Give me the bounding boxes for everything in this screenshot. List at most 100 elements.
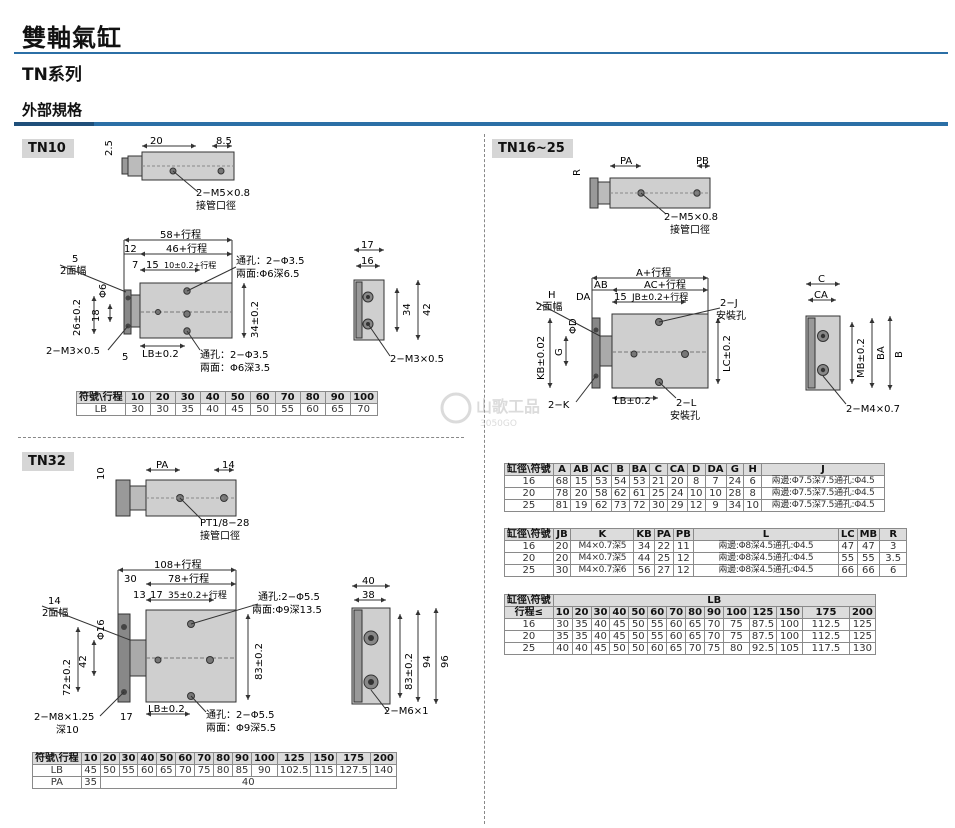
table-cell: 20 (552, 540, 572, 553)
dim-text: G (554, 348, 565, 356)
table-cell: 55 (837, 552, 858, 565)
dim-text: 12 (124, 244, 137, 255)
table-header: 20 (99, 752, 120, 765)
svg-text:山歌工品: 山歌工品 (476, 397, 540, 416)
table-cell: 53 (628, 475, 650, 488)
table-row: 缸徑\符號 LB (504, 594, 876, 607)
table-header: 10 (124, 391, 151, 404)
table-cell: 40 (571, 642, 592, 655)
table-cell: 10 (704, 487, 727, 500)
table-header: H (743, 463, 763, 476)
callout-text: 通孔：2−Φ5.5 (206, 709, 275, 721)
table-header: 60 (647, 606, 668, 619)
table-cell: 19 (570, 499, 592, 512)
table-header: 10 (552, 606, 573, 619)
table-header: R (879, 528, 908, 541)
table-cell: 11 (672, 540, 694, 553)
table-cell: 60 (666, 630, 687, 643)
port-text: 2−M5×0.8 (664, 212, 718, 223)
table-cell: 30 (552, 618, 573, 631)
table-header: JB (552, 528, 572, 541)
callout-text: 深10 (56, 724, 79, 736)
table-cell: 16 (504, 618, 554, 631)
table-cell: 29 (666, 499, 688, 512)
table-cell: 112.5 (801, 618, 850, 631)
table-header: 符號\行程 (76, 391, 126, 404)
table-header: 100 (349, 391, 378, 404)
table-header: 10 (80, 752, 101, 765)
table-header: 90 (704, 606, 724, 619)
table-header: 70 (274, 391, 301, 404)
table-cell: 40 (552, 642, 573, 655)
table-header: 缸徑\符號 (504, 463, 554, 476)
table-cell: 40 (99, 776, 397, 789)
table-cell: 20 (504, 487, 554, 500)
tn32-drawings: PA 14 10 PT1/8−28 接管口徑 108+行程 78+行程 30 1… (34, 460, 451, 736)
table-header: 50 (224, 391, 251, 404)
table-cell: 75 (704, 642, 724, 655)
table-row: 16 30 35 40 45 50 55 60 65 70 75 87.5 10… (504, 618, 876, 631)
table-cell: 25 (504, 642, 554, 655)
table-cell: 87.5 (748, 618, 778, 631)
table-cell: 60 (137, 764, 158, 777)
table-cell: 125 (848, 630, 876, 643)
table-row: 16 20 M4×0.7深5 34 22 11 兩邊:Φ8深4.5通孔:Φ4.5… (504, 540, 908, 553)
table-cell: 140 (369, 764, 397, 777)
dim-text: 2面幅 (536, 300, 562, 313)
table-cell: 70 (685, 642, 706, 655)
tn10-drawings: 20 8.5 2.5 2−M5×0.8 接管口徑 58+行程 46+行程 12 … (46, 136, 444, 374)
table-cell: 55 (118, 764, 139, 777)
tn32-lb-table: 符號\行程 10 20 30 40 50 60 70 80 90 100 125… (32, 752, 397, 789)
table-row: 20 78 20 58 62 61 25 24 10 10 28 8 兩邊:Φ7… (504, 487, 886, 500)
table-header: C (648, 463, 668, 476)
table-header: 200 (848, 606, 876, 619)
table-header: DA (704, 463, 727, 476)
dim-text: JB±0.2+行程 (631, 291, 688, 303)
table-cell: 10 (743, 499, 763, 512)
table-cell: 7 (704, 475, 727, 488)
callout-text: 2−M4×0.7 (846, 404, 900, 415)
dim-text: 34±0.2 (250, 301, 261, 338)
callout-text: 兩面：Φ9深5.5 (206, 722, 276, 734)
table-row: 20 20 M4×0.7深5 44 25 12 兩邊:Φ8深4.5通孔:Φ4.5… (504, 552, 908, 565)
callout-text: 兩面：Φ6深3.5 (200, 362, 270, 374)
dim-text: 38 (362, 590, 375, 601)
table-cell: M4×0.7深6 (570, 564, 635, 577)
table-cell: 兩邊:Φ8深4.5通孔:Φ4.5 (692, 564, 839, 577)
table-cell: 15 (570, 475, 592, 488)
table-cell: 28 (725, 487, 745, 500)
table-cell: 92.5 (748, 642, 778, 655)
dim-text: 108+行程 (154, 558, 201, 571)
table-cell: 65 (685, 630, 706, 643)
table-cell: 兩邊:Φ8深4.5通孔:Φ4.5 (692, 540, 839, 553)
table-header: 20 (571, 606, 592, 619)
callout-text: 2−M8×1.25 (34, 712, 94, 723)
dim-text: 7 (132, 260, 138, 271)
table-header: 90 (232, 752, 252, 765)
table-cell: 100 (776, 630, 803, 643)
tn16-top-view: PA PB R 2−M5×0.8 接管口徑 (572, 156, 718, 236)
dim-text: 2.5 (104, 140, 115, 156)
table-header: BA (628, 463, 650, 476)
dim-text: DA (576, 292, 591, 303)
dim-text: 46+行程 (166, 242, 207, 255)
dim-text: 10±0.2+行程 (164, 260, 216, 270)
dim-text: Φ6 (98, 284, 109, 298)
dim-text: Φ16 (96, 619, 107, 640)
table-cell: 47 (837, 540, 858, 553)
table-cell: 55 (274, 403, 301, 416)
table-cell: 62 (610, 487, 630, 500)
tn10-side-view: 17 16 34 42 2−M3×0.5 (353, 240, 444, 365)
table-cell: 34 (633, 540, 655, 553)
table-cell: 56 (633, 564, 655, 577)
table-header: 30 (590, 606, 611, 619)
section-rule (14, 122, 948, 126)
table-row: LB 30 30 35 40 45 50 55 60 65 70 (76, 403, 378, 416)
table-header: 100 (722, 606, 750, 619)
table-header: L (692, 528, 839, 541)
table-cell: 3 (879, 540, 908, 553)
dim-text: C (818, 274, 825, 285)
table-cell: 130 (848, 642, 876, 655)
dim-text: 72±0.2 (62, 659, 73, 696)
series-subtitle: TN系列 (22, 65, 82, 85)
